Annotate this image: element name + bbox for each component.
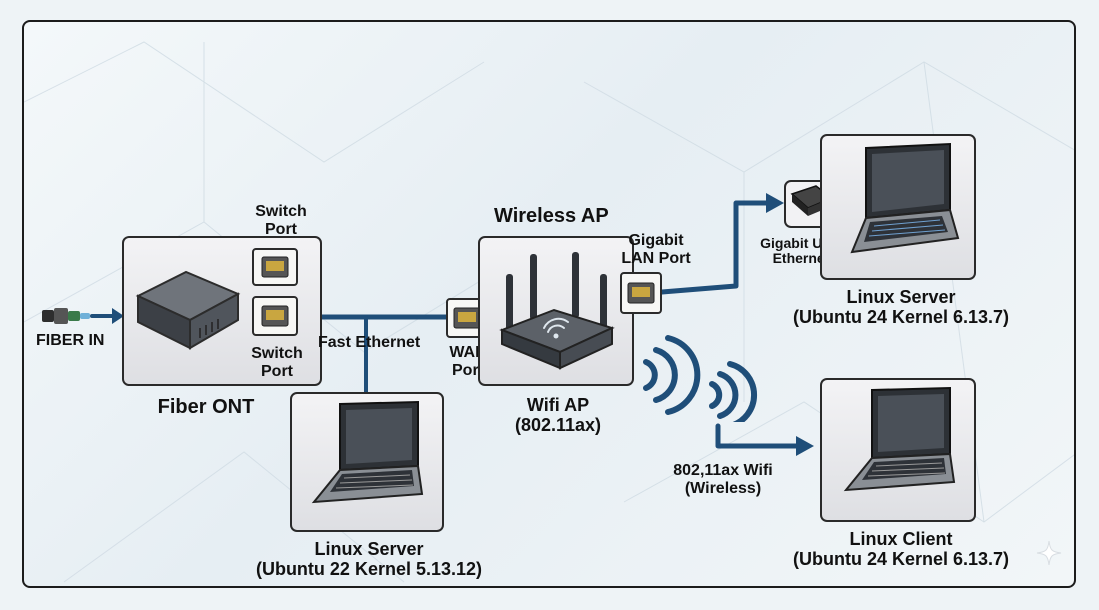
linux-server-bottom-label: Linux Server (Ubuntu 22 Kernel 5.13.12) (246, 539, 492, 580)
ethernet-port-icon (261, 305, 289, 327)
switch-port-bottom-line1: Switch (251, 345, 303, 362)
switch-port-top-line2: Port (265, 220, 297, 238)
wireless-ap-title: Wireless AP (494, 205, 609, 227)
background-pattern (24, 41, 1074, 583)
wifi-link-line2: (Wireless) (684, 479, 762, 497)
linux-client-line2: (Ubuntu 24 Kernel 6.13.7) (792, 548, 1010, 569)
fiber-connector-icon (40, 302, 94, 328)
wifi-link (715, 423, 803, 449)
gigabit-lan-line2: LAN Port (621, 249, 691, 267)
linux-server-bottom-line1: Linux Server (314, 539, 424, 559)
laptop-icon (832, 140, 966, 274)
laptop-icon (300, 398, 434, 526)
fast-ethernet-label: Fast Ethernet (318, 334, 421, 351)
client-arrowhead (796, 436, 814, 456)
gigabit-usb-line2: Ethernet (772, 250, 830, 267)
laptop-icon (832, 384, 966, 516)
gigabit-lan-line1: Gigabit (628, 232, 684, 249)
linux-client-label: Linux Client (Ubuntu 24 Kernel 6.13.7) (786, 529, 1016, 570)
gigabit-lan-link (659, 200, 773, 295)
ont-device-icon (130, 262, 242, 354)
switch-port-bottom (252, 296, 298, 336)
wifi-ap-line2: (802.11ax) (514, 414, 602, 435)
switch-port-top (252, 248, 298, 286)
linux-client-line1: Linux Client (849, 529, 953, 549)
linux-server-top-label: Linux Server (Ubuntu 24 Kernel 6.13.7) (786, 287, 1016, 328)
sparkle-icon (1036, 540, 1062, 566)
switch-port-bottom-line2: Port (261, 362, 293, 380)
wifi-ap-line1: Wifi AP (526, 395, 590, 415)
switch-port-bottom-label: Switch Port (244, 345, 310, 380)
ethernet-port-icon (627, 282, 655, 304)
linux-server-top-line1: Linux Server (846, 287, 956, 307)
gigabit-lan-port (620, 272, 662, 314)
fiber-arrowhead (112, 308, 124, 324)
wan-port-line2: Port (452, 361, 484, 379)
wan-port-line1: WAN (449, 344, 487, 361)
wifi-waves-icon (640, 326, 760, 429)
linux-server-bottom-line2: (Ubuntu 22 Kernel 5.13.12) (255, 558, 483, 579)
router-icon (494, 244, 620, 378)
switch-port-top-line1: Switch (255, 203, 307, 220)
switch-port-top-label: Switch Port (248, 203, 314, 238)
wifi-link-label: 802,11ax Wifi (Wireless) (664, 462, 782, 497)
ethernet-port-icon (261, 256, 289, 278)
wifi-ap-label: Wifi AP (802.11ax) (508, 395, 608, 436)
usb-arrowhead (766, 193, 784, 213)
wan-port-label: WAN Port (444, 344, 492, 379)
gigabit-lan-label: Gigabit LAN Port (614, 232, 698, 267)
fiber-ont-label: Fiber ONT (157, 396, 255, 418)
wifi-link-line1: 802,11ax Wifi (673, 462, 773, 479)
fiber-in-label: FIBER IN (36, 332, 105, 349)
linux-server-top-line2: (Ubuntu 24 Kernel 6.13.7) (792, 306, 1010, 327)
